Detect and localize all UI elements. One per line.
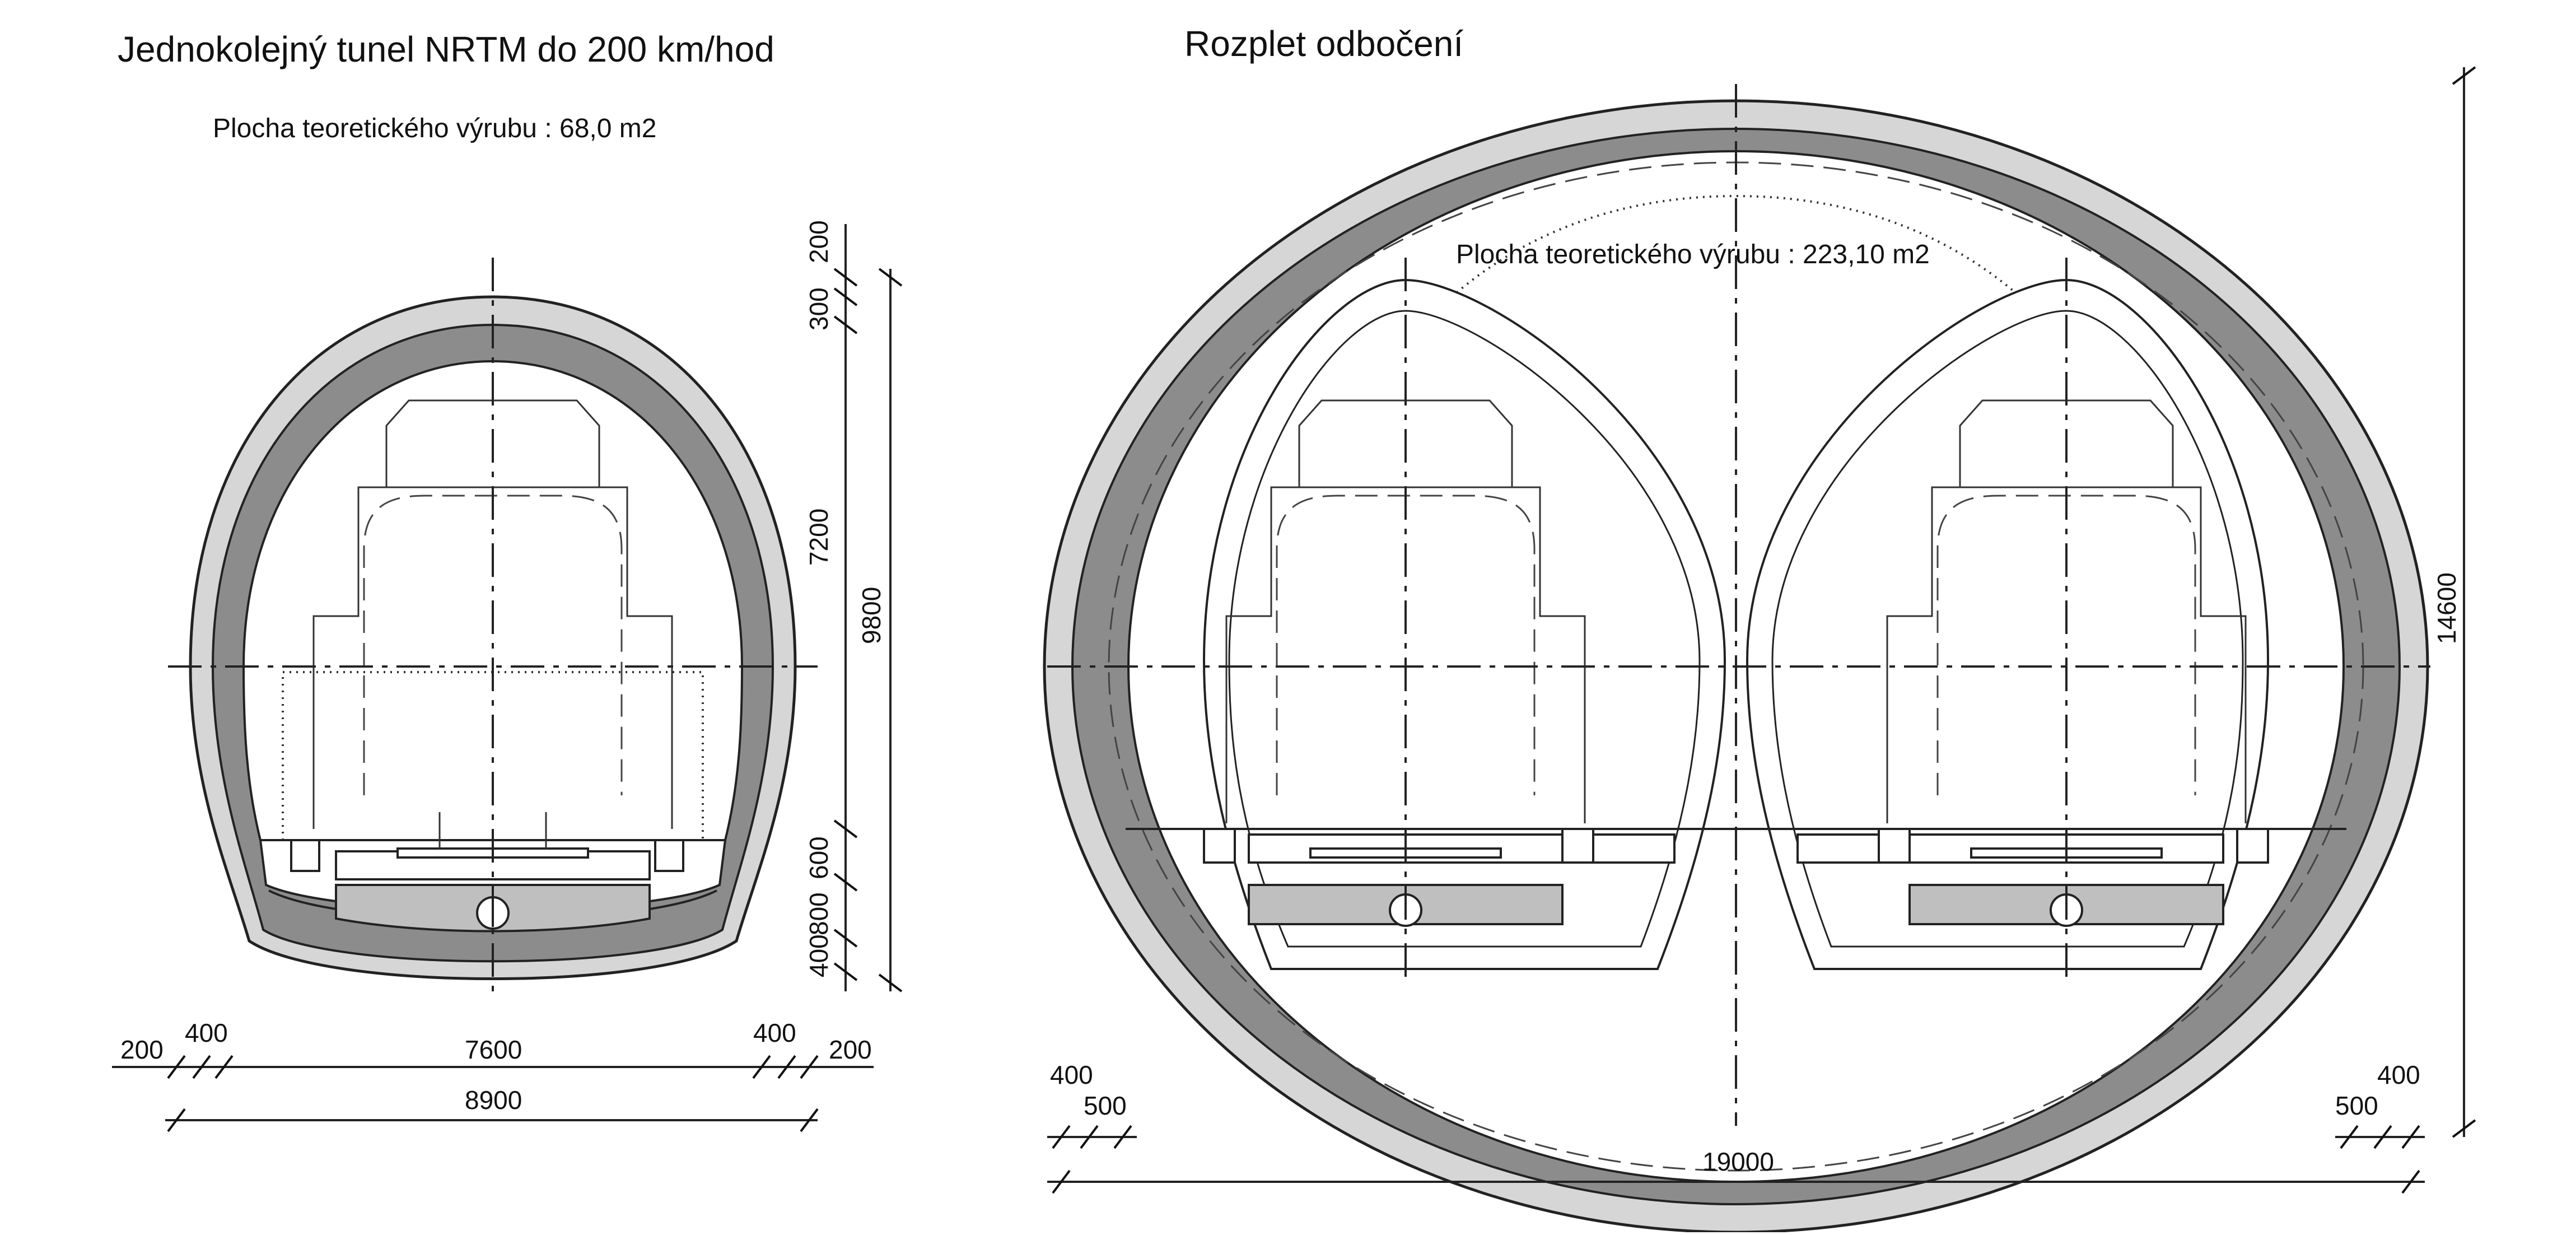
right-dim-h-400-left: 400 [1050,1060,1093,1089]
left-dim-h-8900: 8900 [465,1085,522,1115]
left-horizontal-dimensions: 200 400 7600 400 200 8900 [112,1018,874,1133]
left-title: Jednokolejný tunel NRTM do 200 km/hod [118,29,774,69]
left-dim-h-7600: 7600 [465,1035,522,1064]
right-vertical-dimension: 14600 [2432,66,2476,1138]
left-vertical-dimensions: 200 300 7200 9800 600 800 400 [804,220,903,992]
left-dim-400-bottom: 400 [804,934,833,977]
right-dim-h-500-right: 500 [2335,1091,2378,1120]
branch-split-tunnel: Rozplet odbočení [1043,24,2476,1234]
right-dim-h-400-right: 400 [2377,1060,2420,1089]
right-tube-right [1746,258,2270,986]
left-dim-h-400-right: 400 [753,1018,796,1047]
left-cable-duct-left [290,839,320,872]
left-cable-duct-right [654,839,684,872]
left-dim-h-200-left: 200 [120,1035,164,1064]
right-title: Rozplet odbočení [1184,24,1463,64]
left-dim-200-top: 200 [804,220,833,263]
right-area-label: Plocha teoretického výrubu : 223,10 m2 [1456,240,1930,269]
right-dim-14600: 14600 [2432,572,2461,644]
left-dim-600: 600 [804,836,833,879]
left-dim-h-200-right: 200 [829,1035,872,1064]
left-dim-800: 800 [804,892,833,935]
right-dim-h-500-left: 500 [1084,1091,1127,1120]
single-track-tunnel: Jednokolejný tunel NRTM do 200 km/hod Pl… [112,29,903,1133]
left-dim-7200: 7200 [804,509,833,566]
right-dim-h-19000: 19000 [1702,1147,1774,1176]
left-area-label: Plocha teoretického výrubu : 68,0 m2 [213,114,656,143]
left-dim-h-400-left: 400 [185,1018,228,1047]
left-dim-9800: 9800 [857,587,886,644]
right-horizontal-dimensions: 400 500 19000 400 500 [1047,1060,2425,1194]
left-dim-300: 300 [804,287,833,330]
right-tube-left [1202,258,1726,986]
